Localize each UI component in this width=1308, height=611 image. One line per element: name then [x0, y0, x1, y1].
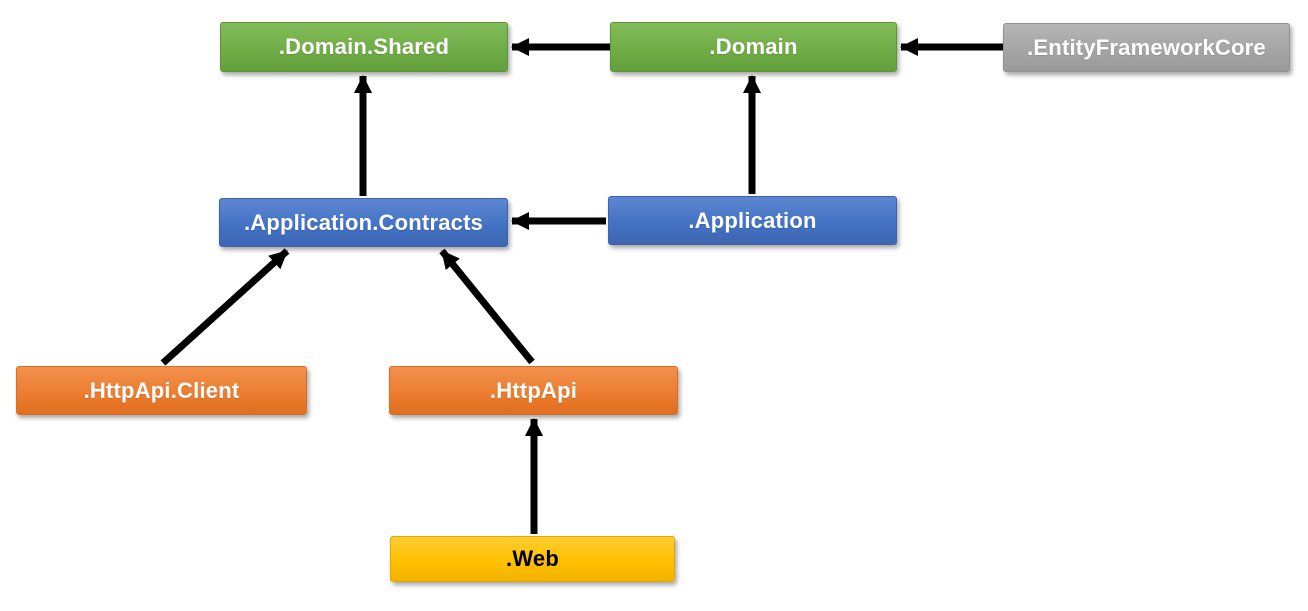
node-domain: .Domain [610, 22, 897, 72]
node-label-httpapi: .HttpApi [489, 377, 578, 403]
arrow-httpapi-to-application-contracts [439, 248, 535, 365]
node-httpapi: .HttpApi [389, 366, 678, 415]
node-application: .Application [608, 196, 897, 245]
node-label-domain-shared: .Domain.Shared [278, 34, 450, 59]
node-label-httpapi-client: .HttpApi.Client [83, 377, 240, 403]
arrow-httpapi-client-to-application-contracts [160, 248, 290, 366]
node-label-application: .Application [688, 207, 817, 233]
node-application-contracts: .Application.Contracts [219, 198, 508, 247]
node-entity-framework-core: .EntityFrameworkCore [1003, 23, 1290, 72]
node-web: .Web [390, 536, 675, 582]
node-label-application-contracts: .Application.Contracts [243, 209, 484, 235]
node-label-entity-framework-core: .EntityFrameworkCore [1027, 34, 1266, 60]
node-httpapi-client: .HttpApi.Client [16, 366, 307, 415]
node-label-domain: .Domain [709, 34, 798, 59]
node-domain-shared: .Domain.Shared [220, 22, 508, 72]
node-label-web: .Web [506, 546, 559, 571]
